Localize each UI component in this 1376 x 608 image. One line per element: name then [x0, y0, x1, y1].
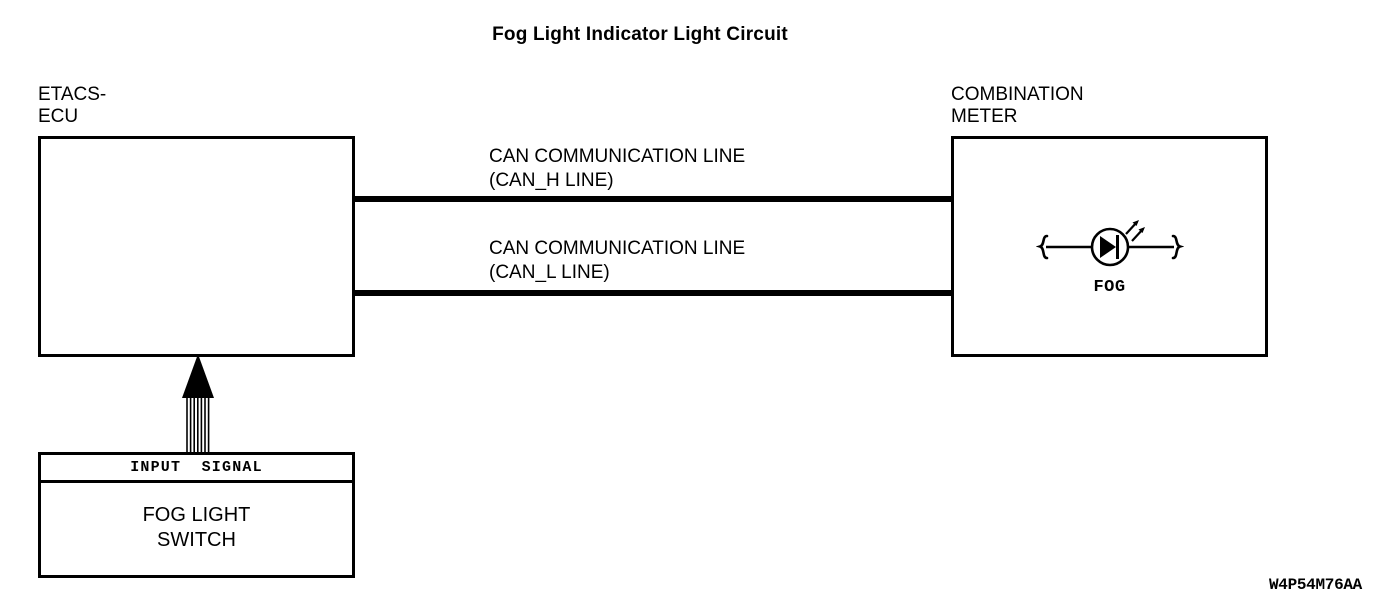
combination-meter-label: COMBINATION METER: [951, 84, 1084, 127]
input-signal-header: INPUT SIGNAL: [41, 455, 352, 483]
drawing-reference-code: W4P54M76AA: [1268, 576, 1362, 594]
fog-indicator-lamp-icon: [1036, 220, 1184, 267]
can-h-line-label: CAN COMMUNICATION LINE (CAN_H LINE): [489, 146, 746, 191]
input-signal-header-label: INPUT SIGNAL: [130, 459, 263, 476]
etacs-ecu-label: ETACS- ECU: [38, 84, 107, 127]
fog-light-switch-box: INPUT SIGNAL FOG LIGHT SWITCH: [38, 452, 355, 578]
fog-light-switch-label: FOG LIGHT SWITCH: [142, 504, 251, 551]
page-title: Fog Light Indicator Light Circuit: [492, 24, 788, 45]
can-h-line: [354, 196, 952, 202]
fog-indicator-caption: FOG: [1093, 278, 1126, 297]
can-l-line: [354, 290, 952, 296]
can-l-line-label: CAN COMMUNICATION LINE (CAN_L LINE): [489, 238, 746, 283]
input-signal-arrow-icon: [182, 354, 214, 454]
etacs-ecu-box: [38, 136, 355, 357]
